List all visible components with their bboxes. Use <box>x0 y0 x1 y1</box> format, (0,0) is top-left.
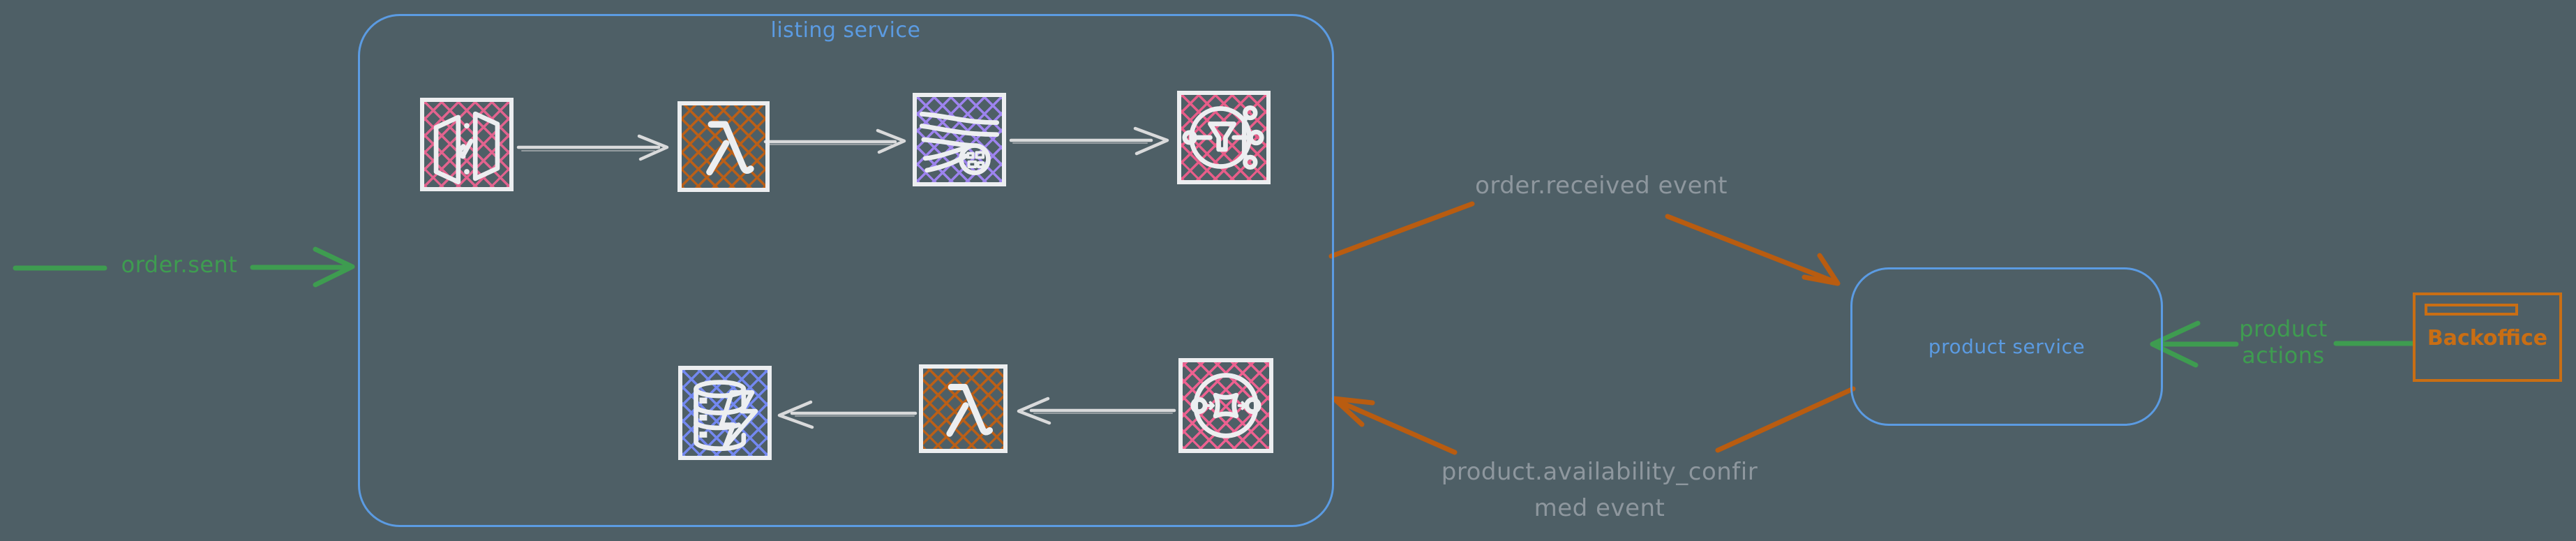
product-service-box: product service <box>1850 267 2163 426</box>
backoffice-label: Backoffice <box>2427 326 2548 350</box>
aws-eventbridge-rule-icon <box>1177 91 1271 184</box>
listing-service-box <box>358 14 1334 527</box>
product-actions-label: product actions <box>2219 316 2348 369</box>
order-sent-label: order.sent <box>121 251 238 278</box>
availability-label-line2: med event <box>1534 494 1665 522</box>
aws-lambda-icon <box>919 364 1008 453</box>
aws-dynamodb-icon <box>678 366 772 460</box>
backoffice-titlebar <box>2425 304 2518 316</box>
flow-arrow-lambda-to-dynamodb <box>777 400 918 429</box>
flow-arrow-eventbridge-to-lambda <box>1017 397 1176 425</box>
flow-arrow-apigw-to-lambda <box>516 134 669 161</box>
product-actions-label-line1: product <box>2239 316 2328 342</box>
aws-api-gateway-icon <box>420 98 514 191</box>
order-received-arrow <box>1328 201 1841 286</box>
backoffice-window: Backoffice <box>2413 292 2562 382</box>
product-actions-label-line2: actions <box>2242 342 2325 369</box>
flow-arrow-lambda-to-kinesis <box>763 128 906 154</box>
availability-confirmed-arrow <box>1331 386 1856 455</box>
flow-arrow-kinesis-to-eventbridge-rule <box>1009 126 1169 156</box>
listing-service-label: listing service <box>770 18 921 43</box>
product-service-label: product service <box>1928 335 2085 358</box>
aws-kinesis-data-firehose-icon <box>913 93 1006 186</box>
order-sent-arrow <box>13 246 355 288</box>
order-received-label: order.received event <box>1475 172 1728 200</box>
availability-confirmed-label: product.availability_confir med event <box>1423 454 1776 526</box>
product-actions-arrow <box>2150 320 2416 368</box>
availability-label-line1: product.availability_confir <box>1441 458 1758 486</box>
aws-eventbridge-icon <box>1178 358 1273 453</box>
aws-lambda-icon <box>677 101 770 192</box>
